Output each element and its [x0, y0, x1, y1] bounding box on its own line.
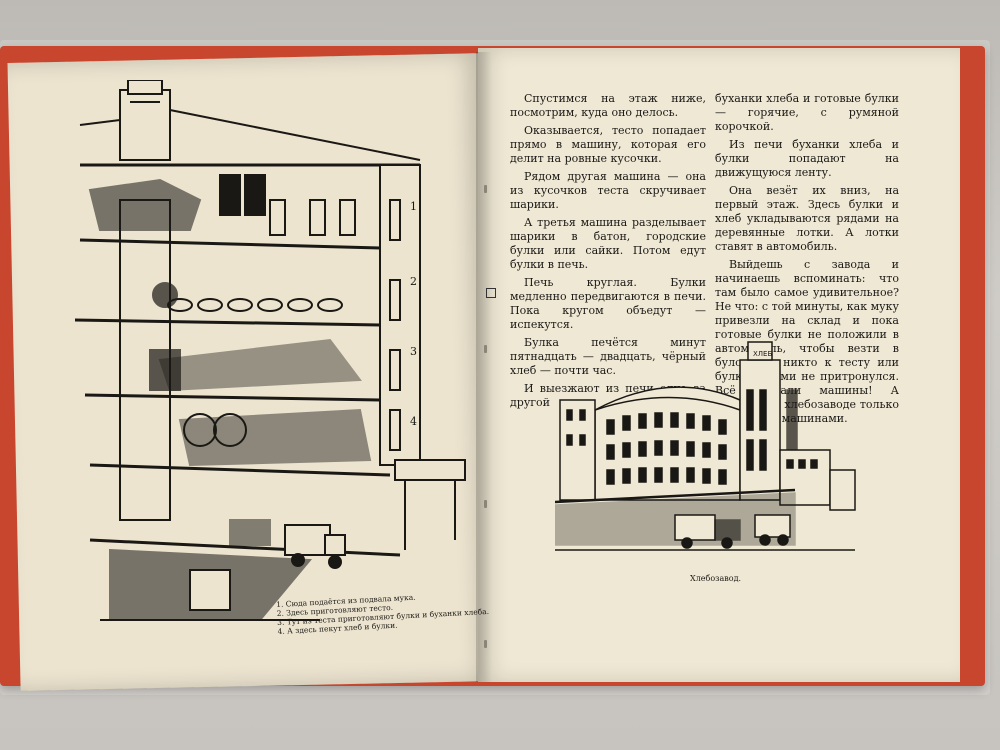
floor-number-1: 1	[410, 200, 417, 213]
binding-stitch	[484, 500, 487, 508]
paragraph: Выйдешь с завода и начинаешь вспоминать:…	[715, 258, 899, 425]
floor-number-4: 4	[410, 415, 417, 428]
paragraph: А третья машина разделывает шарики в бат…	[510, 216, 706, 271]
floor-number-3: 3	[410, 345, 417, 358]
text-column-1: Спустимся на этаж ниже, посмотрим, куда …	[510, 92, 706, 414]
binding-stitch	[484, 185, 487, 193]
building-sign: ХЛЕБ	[753, 350, 772, 358]
floor-number-2: 2	[410, 275, 417, 288]
illustration-caption: Хлебозавод.	[690, 574, 742, 583]
text-column-2: буханки хлеба и готовые булки — горячие,…	[715, 92, 899, 430]
margin-mark	[486, 288, 496, 298]
paragraph: Печь круглая. Булки медленно передвигают…	[510, 276, 706, 331]
bakery-cross-section-illustration: 1 2 3 4	[74, 80, 466, 621]
paragraph: буханки хлеба и готовые булки — горячие,…	[715, 92, 899, 133]
paragraph: Из печи буханки хлеба и булки попадают н…	[715, 138, 899, 179]
paragraph: Булка печётся минут пятнадцать — двадцат…	[510, 336, 706, 377]
paragraph: Она везёт их вниз, на первый этаж. Здесь…	[715, 184, 899, 253]
paragraph: Спустимся на этаж ниже, посмотрим, куда …	[510, 92, 706, 119]
bread-factory-illustration: ХЛЕБ	[555, 341, 856, 551]
book-gutter	[476, 52, 492, 682]
paragraph: Рядом другая машина — она из кусочков те…	[510, 170, 706, 211]
binding-stitch	[484, 345, 487, 353]
paragraph: Оказывается, тесто попадает прямо в маши…	[510, 124, 706, 165]
right-page	[478, 48, 960, 682]
binding-stitch	[484, 640, 487, 648]
